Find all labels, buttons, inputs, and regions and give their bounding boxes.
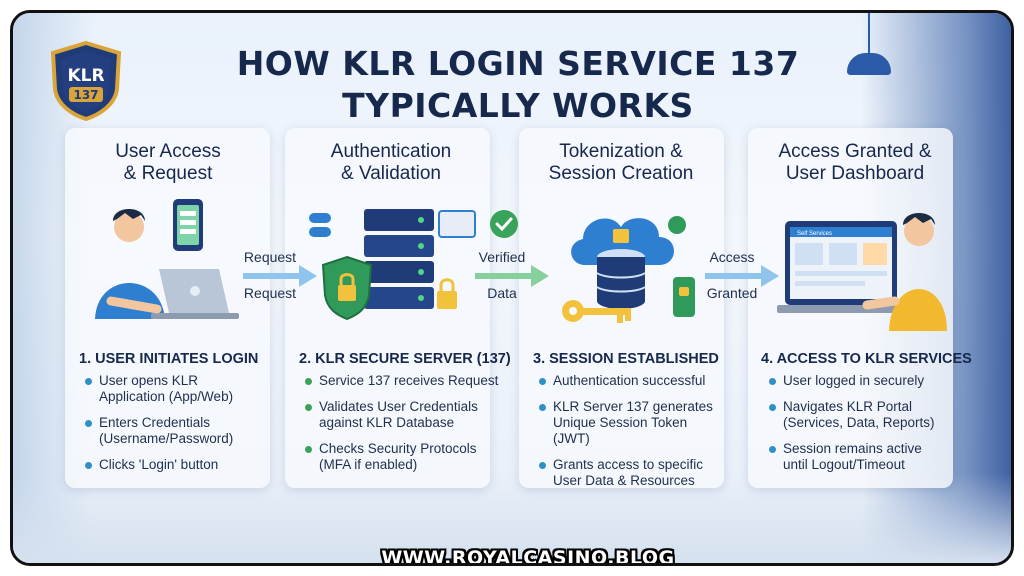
ceiling-lamp xyxy=(847,53,891,75)
stage-4-title-line2: User Dashboard xyxy=(785,163,925,184)
bullet-item: KLR Server 137 generates Unique Session … xyxy=(539,399,724,447)
arrow-right-icon xyxy=(705,265,779,287)
step-2-title: 2. KLR SECURE SERVER (137) xyxy=(299,351,511,367)
step-1-bullets: User opens KLR Application (App/Web) Ent… xyxy=(85,373,265,483)
secure-server-illustration xyxy=(309,209,476,321)
stage-3-title-line2: Session Creation xyxy=(548,163,694,184)
footer-url: WWW.ROYALCASINO.BLOG xyxy=(381,547,675,566)
lamp-cord xyxy=(868,13,870,55)
title-line-2: TYPICALLY WORKS xyxy=(342,86,694,125)
page-title: HOW KLR LOGIN SERVICE 137 TYPICALLY WORK… xyxy=(193,43,843,127)
dashboard-label: Self Services xyxy=(797,231,832,237)
step-3-title: 3. SESSION ESTABLISHED xyxy=(533,351,719,367)
step-2-bullets: Service 137 receives Request Validates U… xyxy=(305,373,500,483)
check-circle-icon xyxy=(490,210,518,238)
bullet-item: Authentication successful xyxy=(539,373,724,389)
bullet-item: User logged in securely xyxy=(769,373,949,389)
stage-4-title-line1: Access Granted & xyxy=(778,141,932,162)
session-token-illustration xyxy=(562,216,695,323)
arrow-2-top-label: Verified xyxy=(478,249,526,265)
stage-3-title: Tokenization & Session Creation xyxy=(511,141,731,185)
step-4-bullets: User logged in securely Navigates KLR Po… xyxy=(769,373,949,483)
arrow-2-bottom-label: Data xyxy=(487,285,517,301)
arrow-1-bottom-label: Request xyxy=(243,285,297,301)
stage-3-title-line1: Tokenization & xyxy=(559,141,683,162)
arrow-right-icon xyxy=(243,265,317,287)
shield-lock-icon xyxy=(321,255,373,321)
padlock-icon xyxy=(437,278,457,309)
stage-2-title-line1: Authentication xyxy=(330,141,452,162)
shield-logo-icon: KLR 137 xyxy=(50,41,122,121)
user-dashboard-illustration: Self Services xyxy=(777,213,947,331)
arrow-3-bottom-label: Granted xyxy=(706,285,758,301)
cloud-database-icon xyxy=(571,218,674,309)
logo-number: 137 xyxy=(73,88,98,102)
smartphone-icon xyxy=(173,199,203,251)
bullet-item: Checks Security Protocols (MFA if enable… xyxy=(305,441,500,473)
background-floor xyxy=(13,473,1011,563)
stage-4-title: Access Granted & User Dashboard xyxy=(745,141,965,185)
bullet-item: Service 137 receives Request xyxy=(305,373,500,389)
bullet-item: Clicks 'Login' button xyxy=(85,457,265,473)
bullet-item: Grants access to specific User Data & Re… xyxy=(539,457,724,489)
stage-1-title: User Access & Request xyxy=(58,141,278,185)
key-icon xyxy=(562,300,631,323)
logo-text: KLR xyxy=(67,66,104,86)
bullet-item: Validates User Credentials against KLR D… xyxy=(305,399,500,431)
bullet-item: User opens KLR Application (App/Web) xyxy=(85,373,265,405)
stage-2-title-line2: & Validation xyxy=(341,163,441,184)
step-1-title: 1. USER INITIATES LOGIN xyxy=(79,351,259,367)
bullet-item: Session remains active until Logout/Time… xyxy=(769,441,949,473)
bullet-item: Navigates KLR Portal (Services, Data, Re… xyxy=(769,399,949,431)
server-icon xyxy=(364,209,434,309)
step-4-title: 4. ACCESS TO KLR SERVICES xyxy=(761,351,972,367)
laptop-icon xyxy=(151,269,239,319)
dashboard-screen-icon: Self Services xyxy=(777,221,909,313)
title-line-1: HOW KLR LOGIN SERVICE 137 xyxy=(236,44,800,83)
user-laptop-illustration xyxy=(95,199,239,319)
arrow-right-icon xyxy=(475,265,549,287)
stage-2-title: Authentication & Validation xyxy=(281,141,501,185)
arrow-1-top-label: Request xyxy=(243,249,297,265)
stage-1-title-line2: & Request xyxy=(123,163,213,184)
bullet-item: Enters Credentials (Username/Password) xyxy=(85,415,265,447)
stage-1-title-line1: User Access xyxy=(115,141,221,162)
arrow-3-top-label: Access xyxy=(709,249,755,265)
infographic-frame: KLR 137 HOW KLR LOGIN SERVICE 137 TYPICA… xyxy=(10,10,1014,566)
step-3-bullets: Authentication successful KLR Server 137… xyxy=(539,373,724,499)
